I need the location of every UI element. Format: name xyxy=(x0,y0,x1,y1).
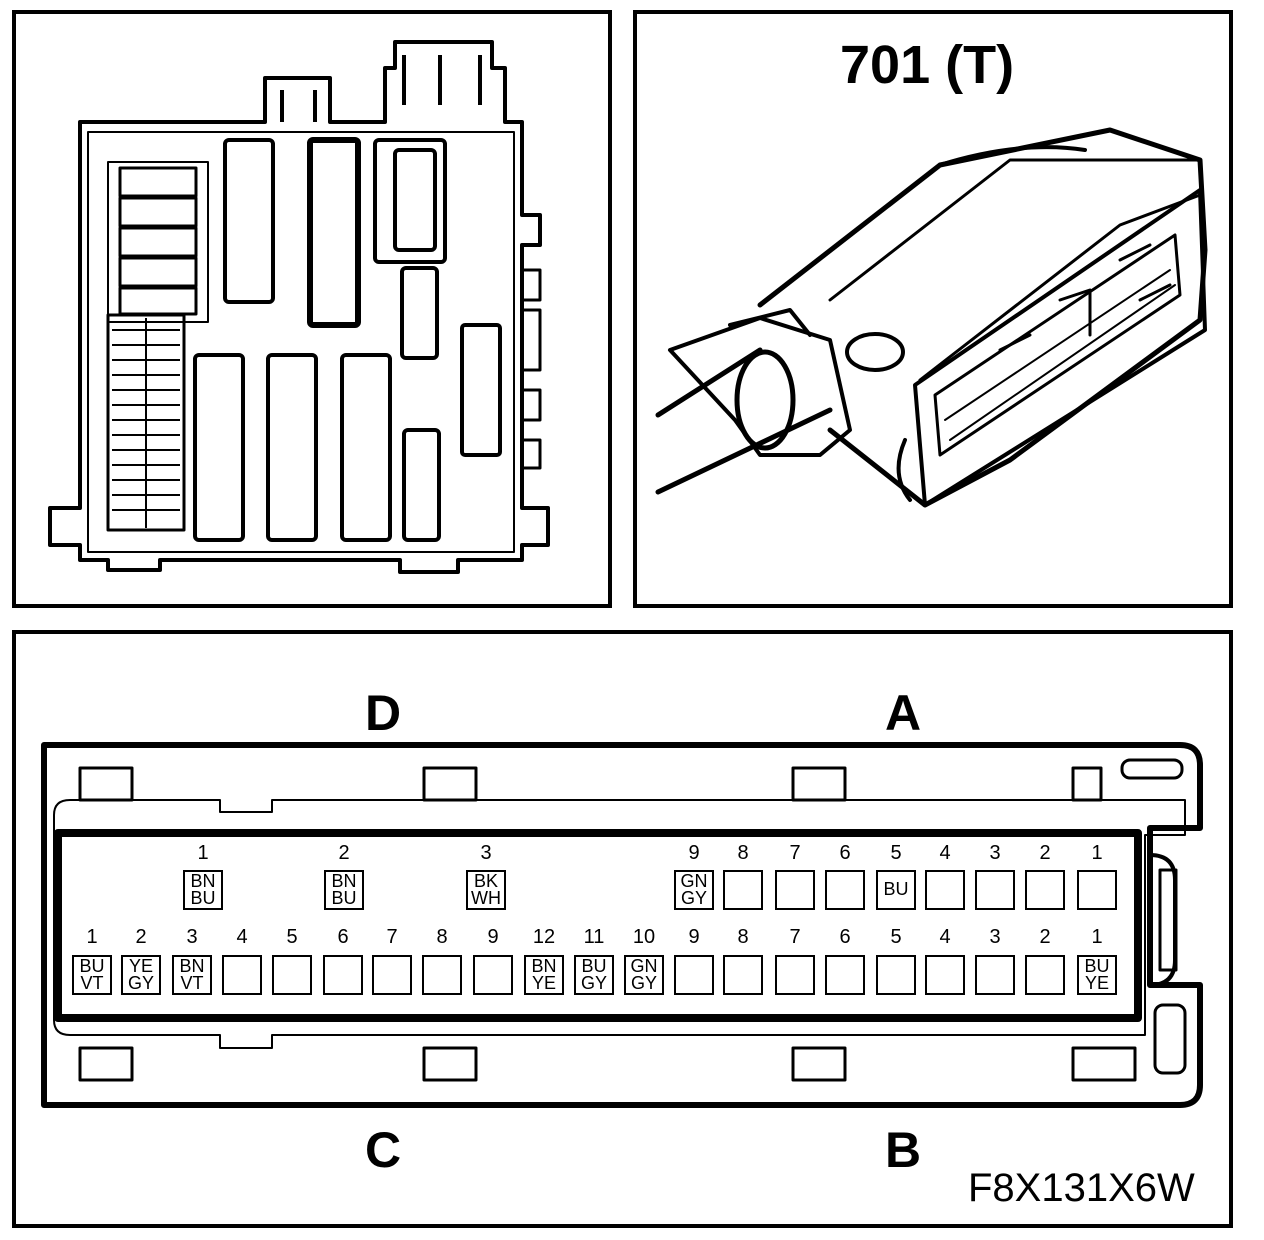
diagram-code: F8X131X6W xyxy=(968,1166,1195,1210)
pin-number: 5 xyxy=(890,926,902,948)
wire-color-code: BK WH xyxy=(471,870,501,908)
wire-color-code: BU VT xyxy=(79,955,105,993)
wire-color-code: BU YE xyxy=(1084,955,1110,993)
pin-number: 5 xyxy=(286,926,298,948)
pin-number: 7 xyxy=(789,842,801,864)
pin-cavity xyxy=(925,870,965,910)
pin-cavity xyxy=(272,955,312,995)
pin-cavity xyxy=(422,955,462,995)
wire-color-code: BN BU xyxy=(331,870,357,908)
pin-number: 3 xyxy=(480,842,492,864)
section-label-d: D xyxy=(365,685,402,741)
wire-color-code: BN YE xyxy=(531,955,557,993)
wire-color-code: BU GY xyxy=(580,955,607,993)
pin-cavity xyxy=(323,955,363,995)
pin-cavity xyxy=(975,870,1015,910)
pin-cavity xyxy=(775,870,815,910)
pin-cavity: GN GY xyxy=(674,870,714,910)
pin-cavity xyxy=(1025,870,1065,910)
section-label-a: A xyxy=(885,685,922,741)
pin-number: 1 xyxy=(86,926,98,948)
pin-number: 2 xyxy=(135,926,147,948)
wire-color-code: GN GY xyxy=(680,870,708,908)
pin-cavity xyxy=(876,955,916,995)
pin-number: 5 xyxy=(890,842,902,864)
pin-cavity xyxy=(825,955,865,995)
pin-number: 2 xyxy=(1039,842,1051,864)
pin-number: 7 xyxy=(386,926,398,948)
pin-cavity xyxy=(222,955,262,995)
pin-cavity: BU VT xyxy=(72,955,112,995)
pin-cavity xyxy=(1077,870,1117,910)
pin-cavity: YE GY xyxy=(121,955,161,995)
wire-color-code: YE GY xyxy=(127,955,154,993)
pin-cavity xyxy=(473,955,513,995)
pin-cavity: BU xyxy=(876,870,916,910)
pin-cavity xyxy=(825,870,865,910)
pin-number: 12 xyxy=(532,926,556,948)
pin-number: 9 xyxy=(487,926,499,948)
pin-cavity xyxy=(723,955,763,995)
pin-cavity: BN BU xyxy=(183,870,223,910)
pin-cavity: BN YE xyxy=(524,955,564,995)
pin-cavity: BN VT xyxy=(172,955,212,995)
pin-number: 6 xyxy=(337,926,349,948)
wire-color-code: BN VT xyxy=(179,955,205,993)
pin-number: 6 xyxy=(839,842,851,864)
connector-drawing xyxy=(655,127,1208,508)
pin-number: 7 xyxy=(789,926,801,948)
connector-panel xyxy=(633,10,1233,608)
connector-title: 701 (T) xyxy=(840,35,1015,95)
pin-number: 8 xyxy=(737,926,749,948)
pin-number: 1 xyxy=(197,842,209,864)
pin-cavity: BN BU xyxy=(324,870,364,910)
pin-number: 3 xyxy=(989,926,1001,948)
wire-color-code: BN BU xyxy=(190,870,216,908)
section-label-b: B xyxy=(885,1122,922,1178)
pinout-panel xyxy=(12,630,1233,1228)
pin-number: 8 xyxy=(436,926,448,948)
pin-number: 2 xyxy=(1039,926,1051,948)
pin-number: 11 xyxy=(583,926,605,948)
pin-number: 9 xyxy=(688,842,700,864)
pin-cavity xyxy=(975,955,1015,995)
section-label-c: C xyxy=(365,1122,402,1178)
pin-number: 1 xyxy=(1091,842,1103,864)
pin-number: 4 xyxy=(939,926,951,948)
pin-cavity xyxy=(775,955,815,995)
pin-number: 4 xyxy=(236,926,248,948)
pin-cavity xyxy=(925,955,965,995)
pin-number: 3 xyxy=(989,842,1001,864)
pin-number: 2 xyxy=(338,842,350,864)
pin-cavity xyxy=(372,955,412,995)
pin-number: 1 xyxy=(1091,926,1103,948)
wire-color-code: BU xyxy=(883,879,909,900)
pin-number: 6 xyxy=(839,926,851,948)
pin-number: 3 xyxy=(186,926,198,948)
pin-number: 10 xyxy=(632,926,656,948)
pin-cavity: BK WH xyxy=(466,870,506,910)
wire-color-code: GN GY xyxy=(630,955,658,993)
pin-cavity: GN GY xyxy=(624,955,664,995)
pin-number: 4 xyxy=(939,842,951,864)
pin-cavity xyxy=(1025,955,1065,995)
pin-cavity: BU GY xyxy=(574,955,614,995)
pin-number: 8 xyxy=(737,842,749,864)
pin-cavity: BU YE xyxy=(1077,955,1117,995)
fusebox-drawing xyxy=(48,40,550,574)
pin-cavity xyxy=(674,955,714,995)
pin-number: 9 xyxy=(688,926,700,948)
pin-cavity xyxy=(723,870,763,910)
